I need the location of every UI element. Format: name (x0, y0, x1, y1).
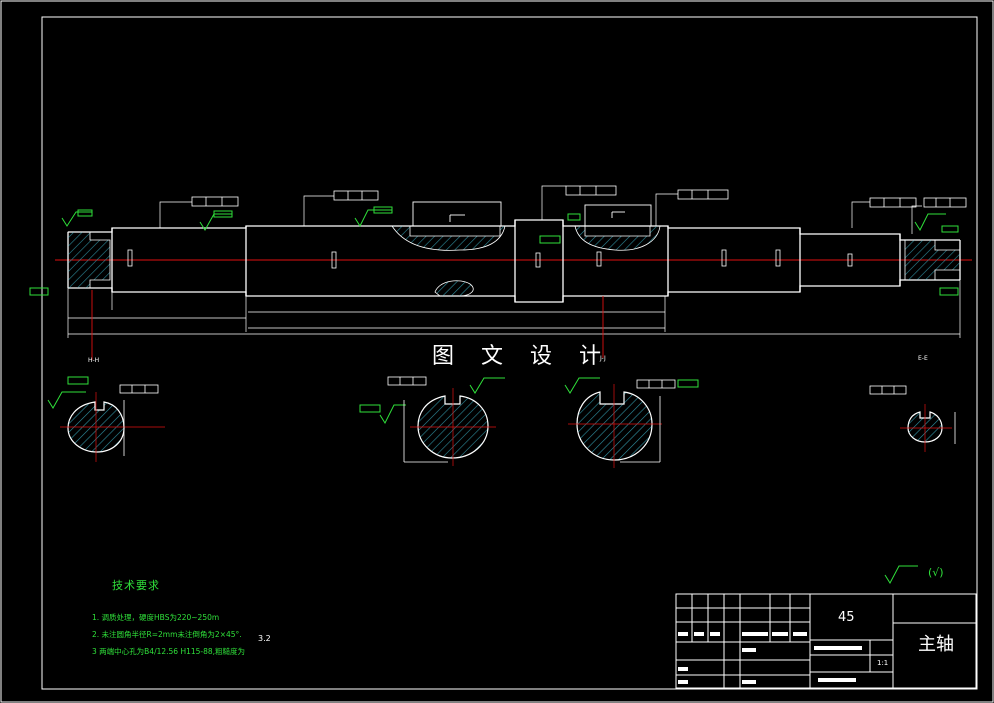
scale-value: 1:1 (877, 659, 889, 667)
section-label-h: H-H (88, 357, 100, 364)
dimension-lines (67, 280, 961, 338)
general-roughness-note: (√) (928, 566, 944, 579)
tech-requirement-2: 2. 未注圆角半径R=2mm未注倒角为2×45°. (92, 630, 242, 639)
tech-requirement-3: 3 两端中心孔为B4/12.56 H115-88,粗糙度为 (92, 647, 246, 656)
hole-hatch-left (67, 231, 111, 289)
keyway-hatch-1 (391, 225, 506, 251)
section-frames (119, 376, 956, 463)
technical-requirements-title: 技术要求 (112, 579, 160, 592)
roughness-symbols (29, 206, 959, 585)
lower-bump-hatch (434, 280, 474, 297)
keyway-outlines (412, 201, 652, 227)
shaft-main-view (67, 219, 961, 303)
section-views (67, 391, 943, 461)
part-name: 主轴 (918, 634, 954, 655)
inner-frame (41, 16, 978, 690)
keyway-hatch-2 (574, 225, 661, 251)
watermark-text: 图 文 设 计 (432, 344, 611, 369)
section-centerlines (60, 384, 952, 468)
tech-requirement-1: 1. 调质处理，硬度HBS为220~250m (92, 613, 220, 622)
section-leaders (91, 290, 604, 360)
tolerance-frames (191, 185, 967, 208)
title-block (675, 593, 977, 689)
hole-hatch-right (904, 239, 961, 281)
section-label-j: J-J (600, 355, 606, 362)
upper-dimension-lines (159, 185, 922, 234)
title-block-cell-text (678, 632, 862, 684)
roughness-value: 3.2 (258, 634, 271, 643)
section-label-e: E-E (918, 355, 928, 362)
material-value: 45 (838, 610, 855, 625)
body-symbols (127, 249, 853, 269)
